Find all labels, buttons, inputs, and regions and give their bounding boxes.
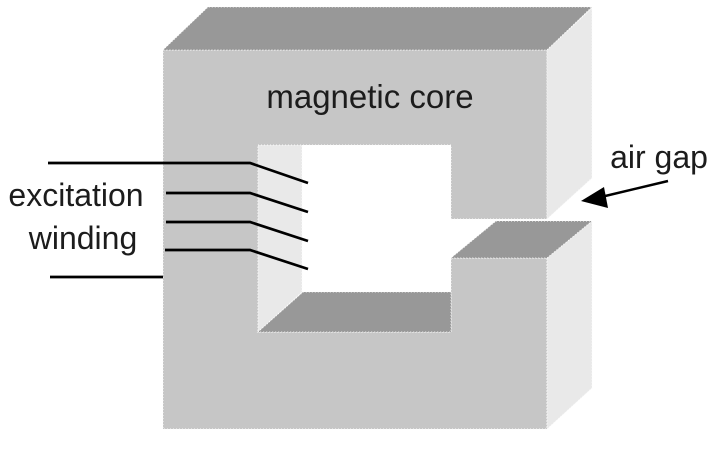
label-winding: winding: [28, 220, 138, 256]
label-magnetic-core: magnetic core: [266, 78, 473, 115]
core-right-side-face-upper: [546, 6, 593, 221]
winding-turn-line: [165, 248, 309, 271]
air-gap-arrow-line: [600, 179, 669, 199]
winding-turn-line: [166, 220, 309, 243]
label-excitation: excitation: [8, 177, 143, 213]
core-top-face: [161, 6, 594, 51]
winding-lead-line-top: [48, 161, 309, 185]
window-inner-left-wall: [257, 144, 303, 334]
window-inner-floor: [256, 291, 452, 333]
air-gap-block-top-face: [449, 220, 594, 259]
core-right-side-face-lower: [546, 219, 593, 431]
winding-turn-line: [166, 191, 309, 214]
air-gap-arrowhead-icon: [581, 187, 608, 208]
label-air-gap: air gap: [610, 139, 708, 175]
